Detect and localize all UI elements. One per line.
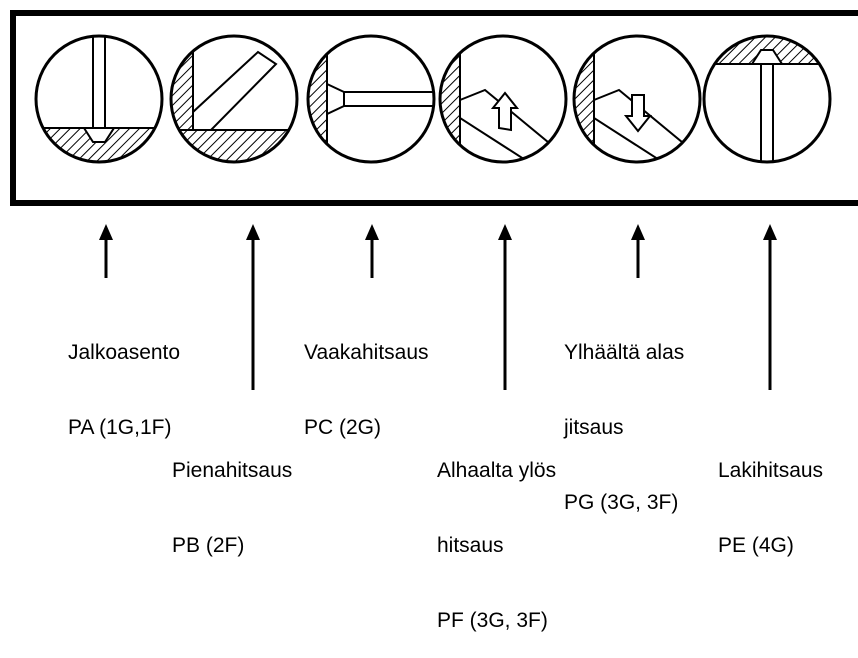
symbol-pa [34, 34, 164, 164]
caption-pf: Alhaalta ylös hitsaus PF (3G, 3F) [437, 459, 557, 632]
caption-pg: Ylhäältä alas jitsaus PG (3G, 3F) [564, 341, 685, 514]
arrow-pc [365, 224, 379, 278]
arrow-pb [246, 224, 260, 390]
welding-positions-diagram [10, 10, 858, 390]
arrow-pg [631, 224, 645, 278]
frame-panel [10, 10, 858, 206]
arrow-pa [99, 224, 113, 278]
caption-pe: Lakihitsaus PE (4G) [718, 459, 824, 557]
caption-pa: Jalkoasento PA (1G,1F) [68, 341, 181, 439]
caption-pc: Vaakahitsaus PC (2G) [304, 341, 429, 439]
arrow-pe [763, 224, 777, 390]
caption-pb: Pienahitsaus PB (2F) [172, 459, 293, 557]
symbol-pf [438, 34, 568, 164]
arrow-pf [498, 224, 512, 390]
